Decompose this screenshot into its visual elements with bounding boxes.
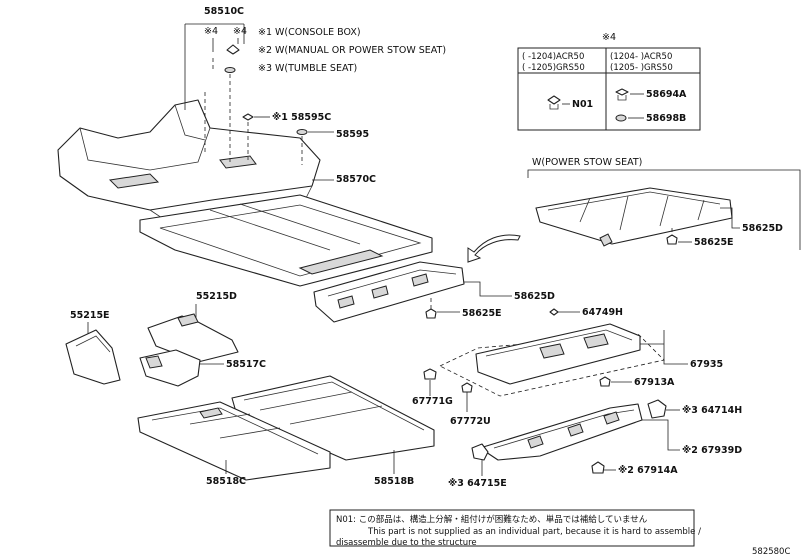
label-58625e-right: 58625E — [694, 237, 734, 248]
label-58517c: 58517C — [226, 359, 266, 370]
clip-icon — [226, 44, 240, 55]
table-row2-right: (1205- )GRS50 — [610, 63, 673, 73]
clip-washer-icon — [296, 129, 308, 135]
footer-note-en2: disassemble due to the structure — [336, 538, 477, 548]
note-power-stow: W(POWER STOW SEAT) — [532, 157, 642, 168]
label-58595c: ※1 58595C — [272, 112, 331, 123]
insulator-58517c[interactable] — [139, 349, 201, 387]
label-64749h: 64749H — [582, 307, 623, 318]
clip-58694a-icon — [615, 88, 629, 101]
label-67771g: 67771G — [412, 396, 453, 407]
label-67772u: 67772U — [450, 416, 491, 427]
clip-washer-icon — [224, 67, 236, 73]
mark4-a: ※4 — [204, 26, 218, 37]
mark4-b: ※4 — [233, 26, 247, 37]
mat-55215e[interactable] — [65, 329, 121, 385]
mat-55215d[interactable] — [147, 313, 239, 363]
table-row1-left: ( -1204)ACR50 — [522, 52, 584, 62]
label-55215d: 55215D — [196, 291, 237, 302]
table-row2-left: ( -1205)GRS50 — [522, 63, 585, 73]
table-58698b: 58698B — [646, 113, 686, 124]
direction-arrow-icon — [467, 234, 521, 263]
bolt-icon — [423, 368, 437, 380]
label-58570c: 58570C — [336, 174, 376, 185]
label-58625e-left: 58625E — [462, 308, 502, 319]
clip-icon — [242, 113, 254, 121]
note-console-box: ※1 W(CONSOLE BOX) — [258, 27, 361, 38]
clip-58698b-icon — [615, 114, 627, 122]
variant-table: ※4 ( -1204)ACR50 ( -1205)GRS50 (1204- )A… — [517, 32, 701, 131]
clip-64714h-icon — [647, 399, 667, 419]
label-58518b: 58518B — [374, 476, 414, 487]
bolt-icon — [666, 234, 678, 245]
label-67939d: ※2 67939D — [682, 445, 742, 456]
bolt-icon — [461, 382, 473, 393]
footer-note-en1: This part is not supplied as an individu… — [367, 527, 701, 537]
label-67913a: 67913A — [634, 377, 675, 388]
label-58518c: 58518C — [206, 476, 246, 487]
footer-note-box — [329, 509, 695, 547]
table-mark: ※4 — [602, 32, 616, 43]
rear-trim-58625d[interactable] — [313, 261, 465, 323]
floor-carpet-front[interactable] — [57, 99, 321, 223]
bolt-icon — [599, 376, 611, 387]
table-58694a: 58694A — [646, 89, 687, 100]
floor-carpet-rear[interactable] — [139, 194, 433, 287]
bolt-icon — [591, 461, 605, 474]
footer-note-jp: N01: この部品は、構造上分解・組付けが困難なため、単品では補給していません — [336, 514, 648, 525]
clip-n01-icon — [547, 95, 561, 110]
lower-trim-67939d[interactable] — [479, 403, 643, 461]
label-58510c: 58510C — [204, 6, 244, 17]
label-64715e: ※3 64715E — [448, 478, 507, 489]
note-stow-seat: ※2 W(MANUAL OR POWER STOW SEAT) — [258, 45, 446, 56]
board-58518c[interactable] — [137, 401, 331, 481]
note-tumble-seat: ※3 W(TUMBLE SEAT) — [258, 63, 357, 74]
diagram-id: 582580C — [752, 547, 790, 557]
table-row1-right: (1204- )ACR50 — [610, 52, 672, 62]
label-67935: 67935 — [690, 359, 723, 370]
label-64714h: ※3 64714H — [682, 405, 742, 416]
table-n01: N01 — [572, 99, 593, 110]
label-58625d-left: 58625D — [514, 291, 555, 302]
label-67914a: ※2 67914A — [618, 465, 678, 476]
bolt-icon — [425, 308, 437, 319]
label-58595: 58595 — [336, 129, 369, 140]
label-55215e: 55215E — [70, 310, 110, 321]
power-stow-frame[interactable] — [535, 187, 733, 247]
clip-64715e-icon — [471, 443, 489, 461]
label-58625d-right: 58625D — [742, 223, 783, 234]
clip-icon — [549, 308, 559, 316]
deck-trim-67935[interactable] — [475, 323, 641, 385]
